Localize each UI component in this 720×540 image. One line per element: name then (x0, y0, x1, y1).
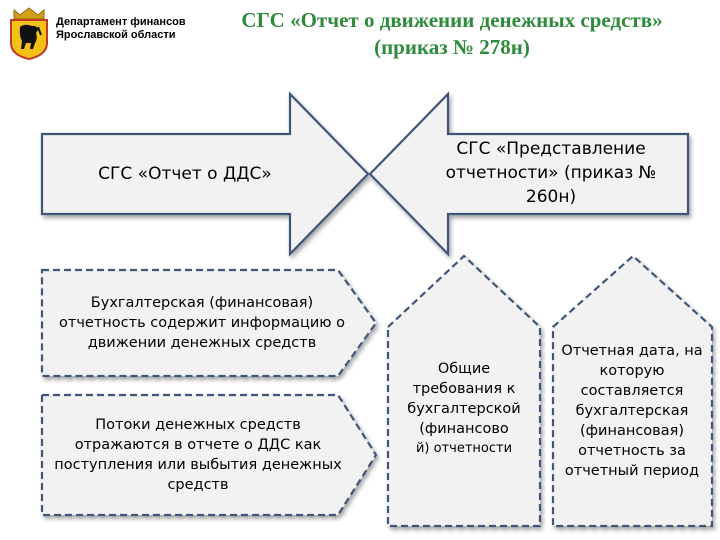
page-title: СГС «Отчет о движении денежных средств» … (241, 8, 663, 59)
box-1-text: Бухгалтерская (финансовая) отчетность со… (59, 295, 345, 351)
right-arrow-label: СГС «Отчет о ДДС» (98, 164, 272, 184)
box-4-text: Отчетная дата, на которую составляется б… (561, 343, 703, 479)
left-arrow-label: СГС «Представление отчетности» (приказ №… (445, 139, 657, 207)
pentagon-box-1-shape (40, 268, 378, 378)
department-name: Департамент финансов Ярославской области (56, 16, 186, 41)
pentagon-box-4-shape (551, 254, 714, 528)
box-3-text: Общие требования к бухгалтерской (финанс… (392, 345, 536, 471)
box-2-text: Потоки денежных средств отражаются в отч… (54, 417, 342, 493)
right-arrow-shape (40, 91, 370, 257)
box-3-small-text: й) отчетности (415, 440, 513, 456)
pentagon-box-3-shape (386, 254, 542, 528)
pentagon-box-2-shape (40, 393, 378, 517)
left-arrow-shape (368, 91, 690, 257)
box-3-main-text: Общие требования к бухгалтерской (финанс… (407, 360, 521, 437)
coat-of-arms-icon (8, 5, 50, 61)
